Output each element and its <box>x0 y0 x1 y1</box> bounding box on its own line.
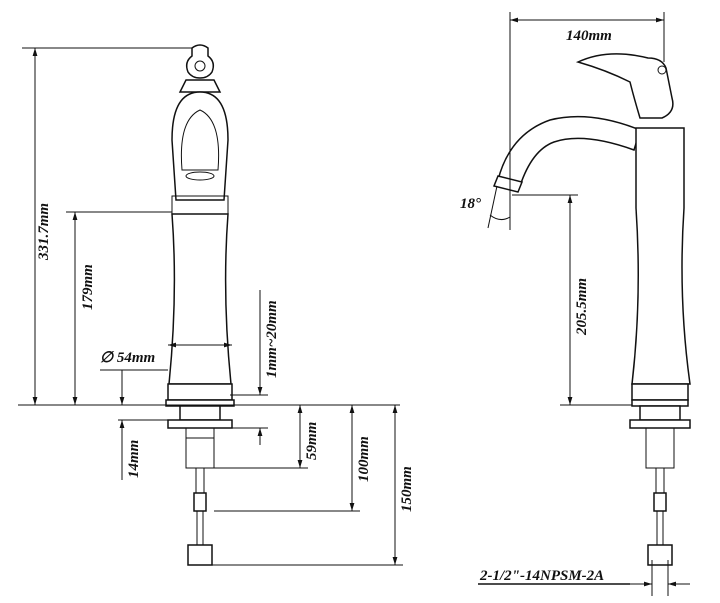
body-height-label: 179mm <box>80 264 96 310</box>
shank-offset-label: 14mm <box>126 440 142 478</box>
side-view-dimensions: 140mm 18° 205.5mm 2-1/2"-14NPSM-2A <box>460 12 690 596</box>
thread-spec-label: 2-1/2"-14NPSM-2A <box>479 568 604 584</box>
base-diameter-label: ∅ 54mm <box>100 350 155 366</box>
side-view-faucet <box>492 53 691 566</box>
front-view-dimensions: 331.7mm 179mm ∅ 54mm 1mm~20mm 14mm 59mm … <box>18 47 415 566</box>
shank-length-label: 59mm <box>304 422 320 460</box>
deck-thickness-label: 1mm~20mm <box>264 300 280 378</box>
reach-label: 140mm <box>566 28 612 44</box>
front-view-faucet <box>165 44 235 566</box>
hose-mid-label: 100mm <box>356 436 372 482</box>
total-height-label: 331.7mm <box>36 203 52 261</box>
hose-length-label: 150mm <box>399 466 415 512</box>
spout-height-label: 205.5mm <box>574 278 590 336</box>
spout-angle-label: 18° <box>460 196 481 212</box>
